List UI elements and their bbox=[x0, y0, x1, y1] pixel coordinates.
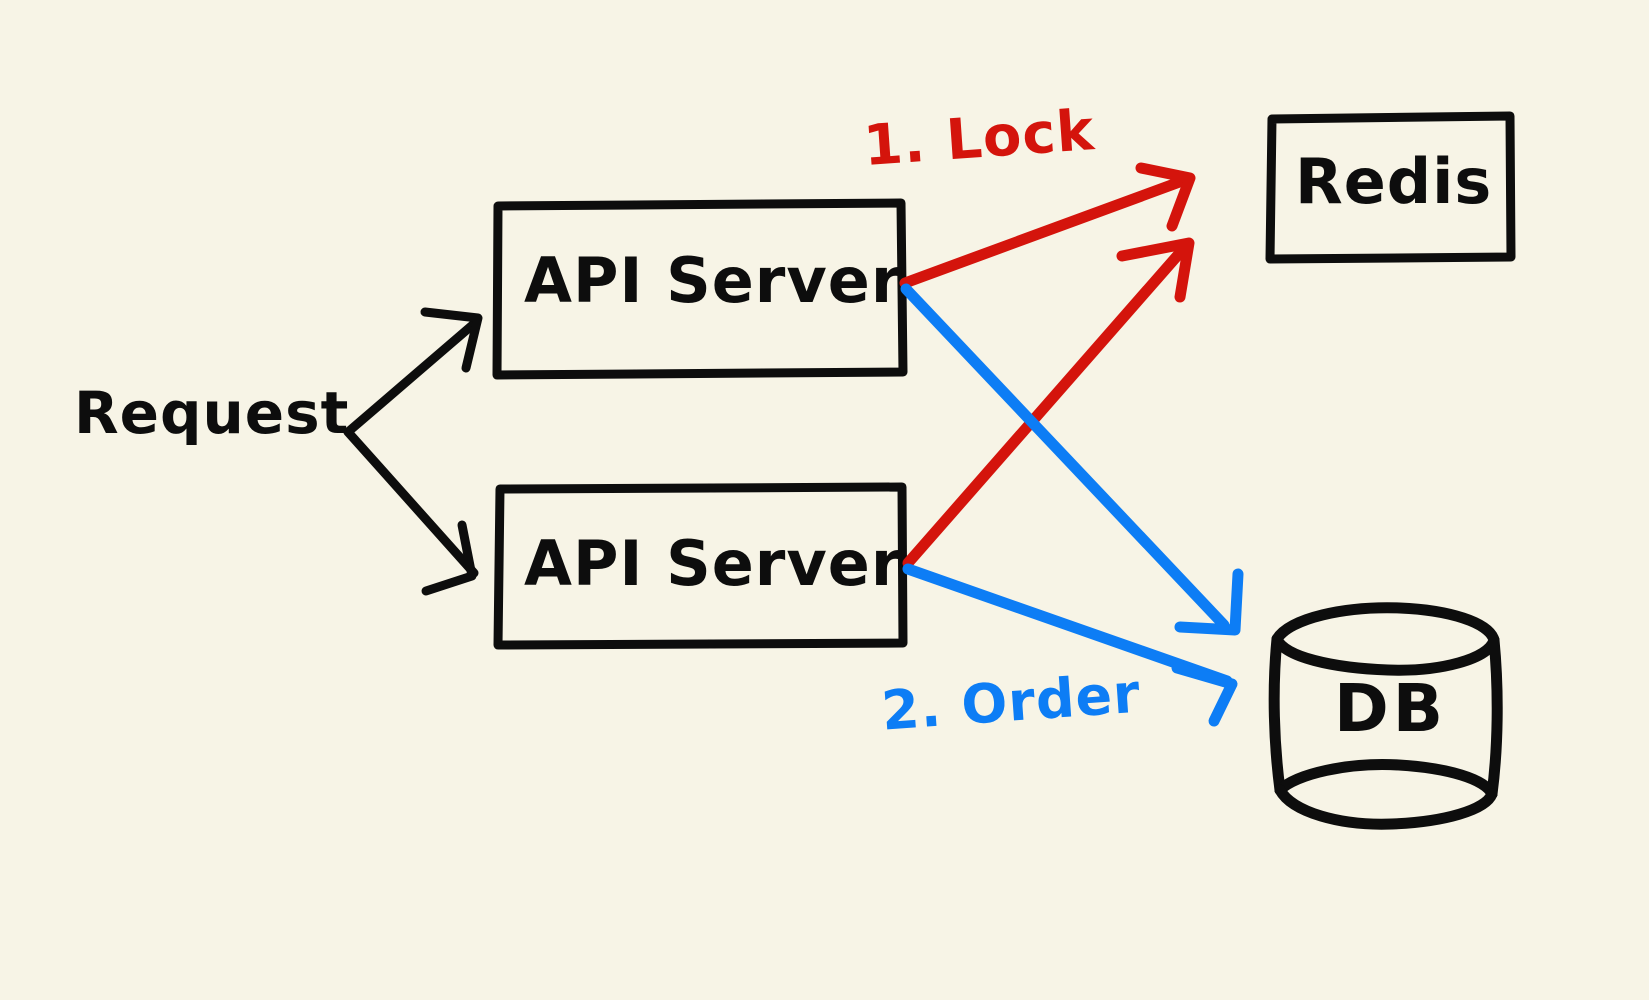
step-one-lock-label: 1. Lock bbox=[861, 98, 1097, 179]
edge-api-bottom-to-db bbox=[902, 563, 1238, 727]
node-redis[interactable] bbox=[1265, 111, 1516, 264]
db-label: DB bbox=[1334, 670, 1447, 747]
request-label: Request bbox=[74, 379, 349, 447]
edge-request-to-api-top bbox=[343, 307, 483, 437]
redis-label: Redis bbox=[1295, 145, 1492, 218]
node-api-server-bottom[interactable] bbox=[493, 482, 908, 650]
node-db[interactable] bbox=[1268, 602, 1503, 830]
edge-request-to-api-bottom bbox=[343, 427, 479, 596]
api-server-top-label: API Server bbox=[524, 244, 902, 317]
api-server-bottom-label: API Server bbox=[524, 527, 902, 600]
step-two-order-label: 2. Order bbox=[880, 662, 1143, 743]
edge-api-top-to-redis bbox=[899, 162, 1196, 289]
edge-api-top-to-db bbox=[900, 283, 1244, 636]
edge-api-bottom-to-redis bbox=[902, 237, 1195, 569]
node-api-server-top[interactable] bbox=[492, 198, 908, 380]
